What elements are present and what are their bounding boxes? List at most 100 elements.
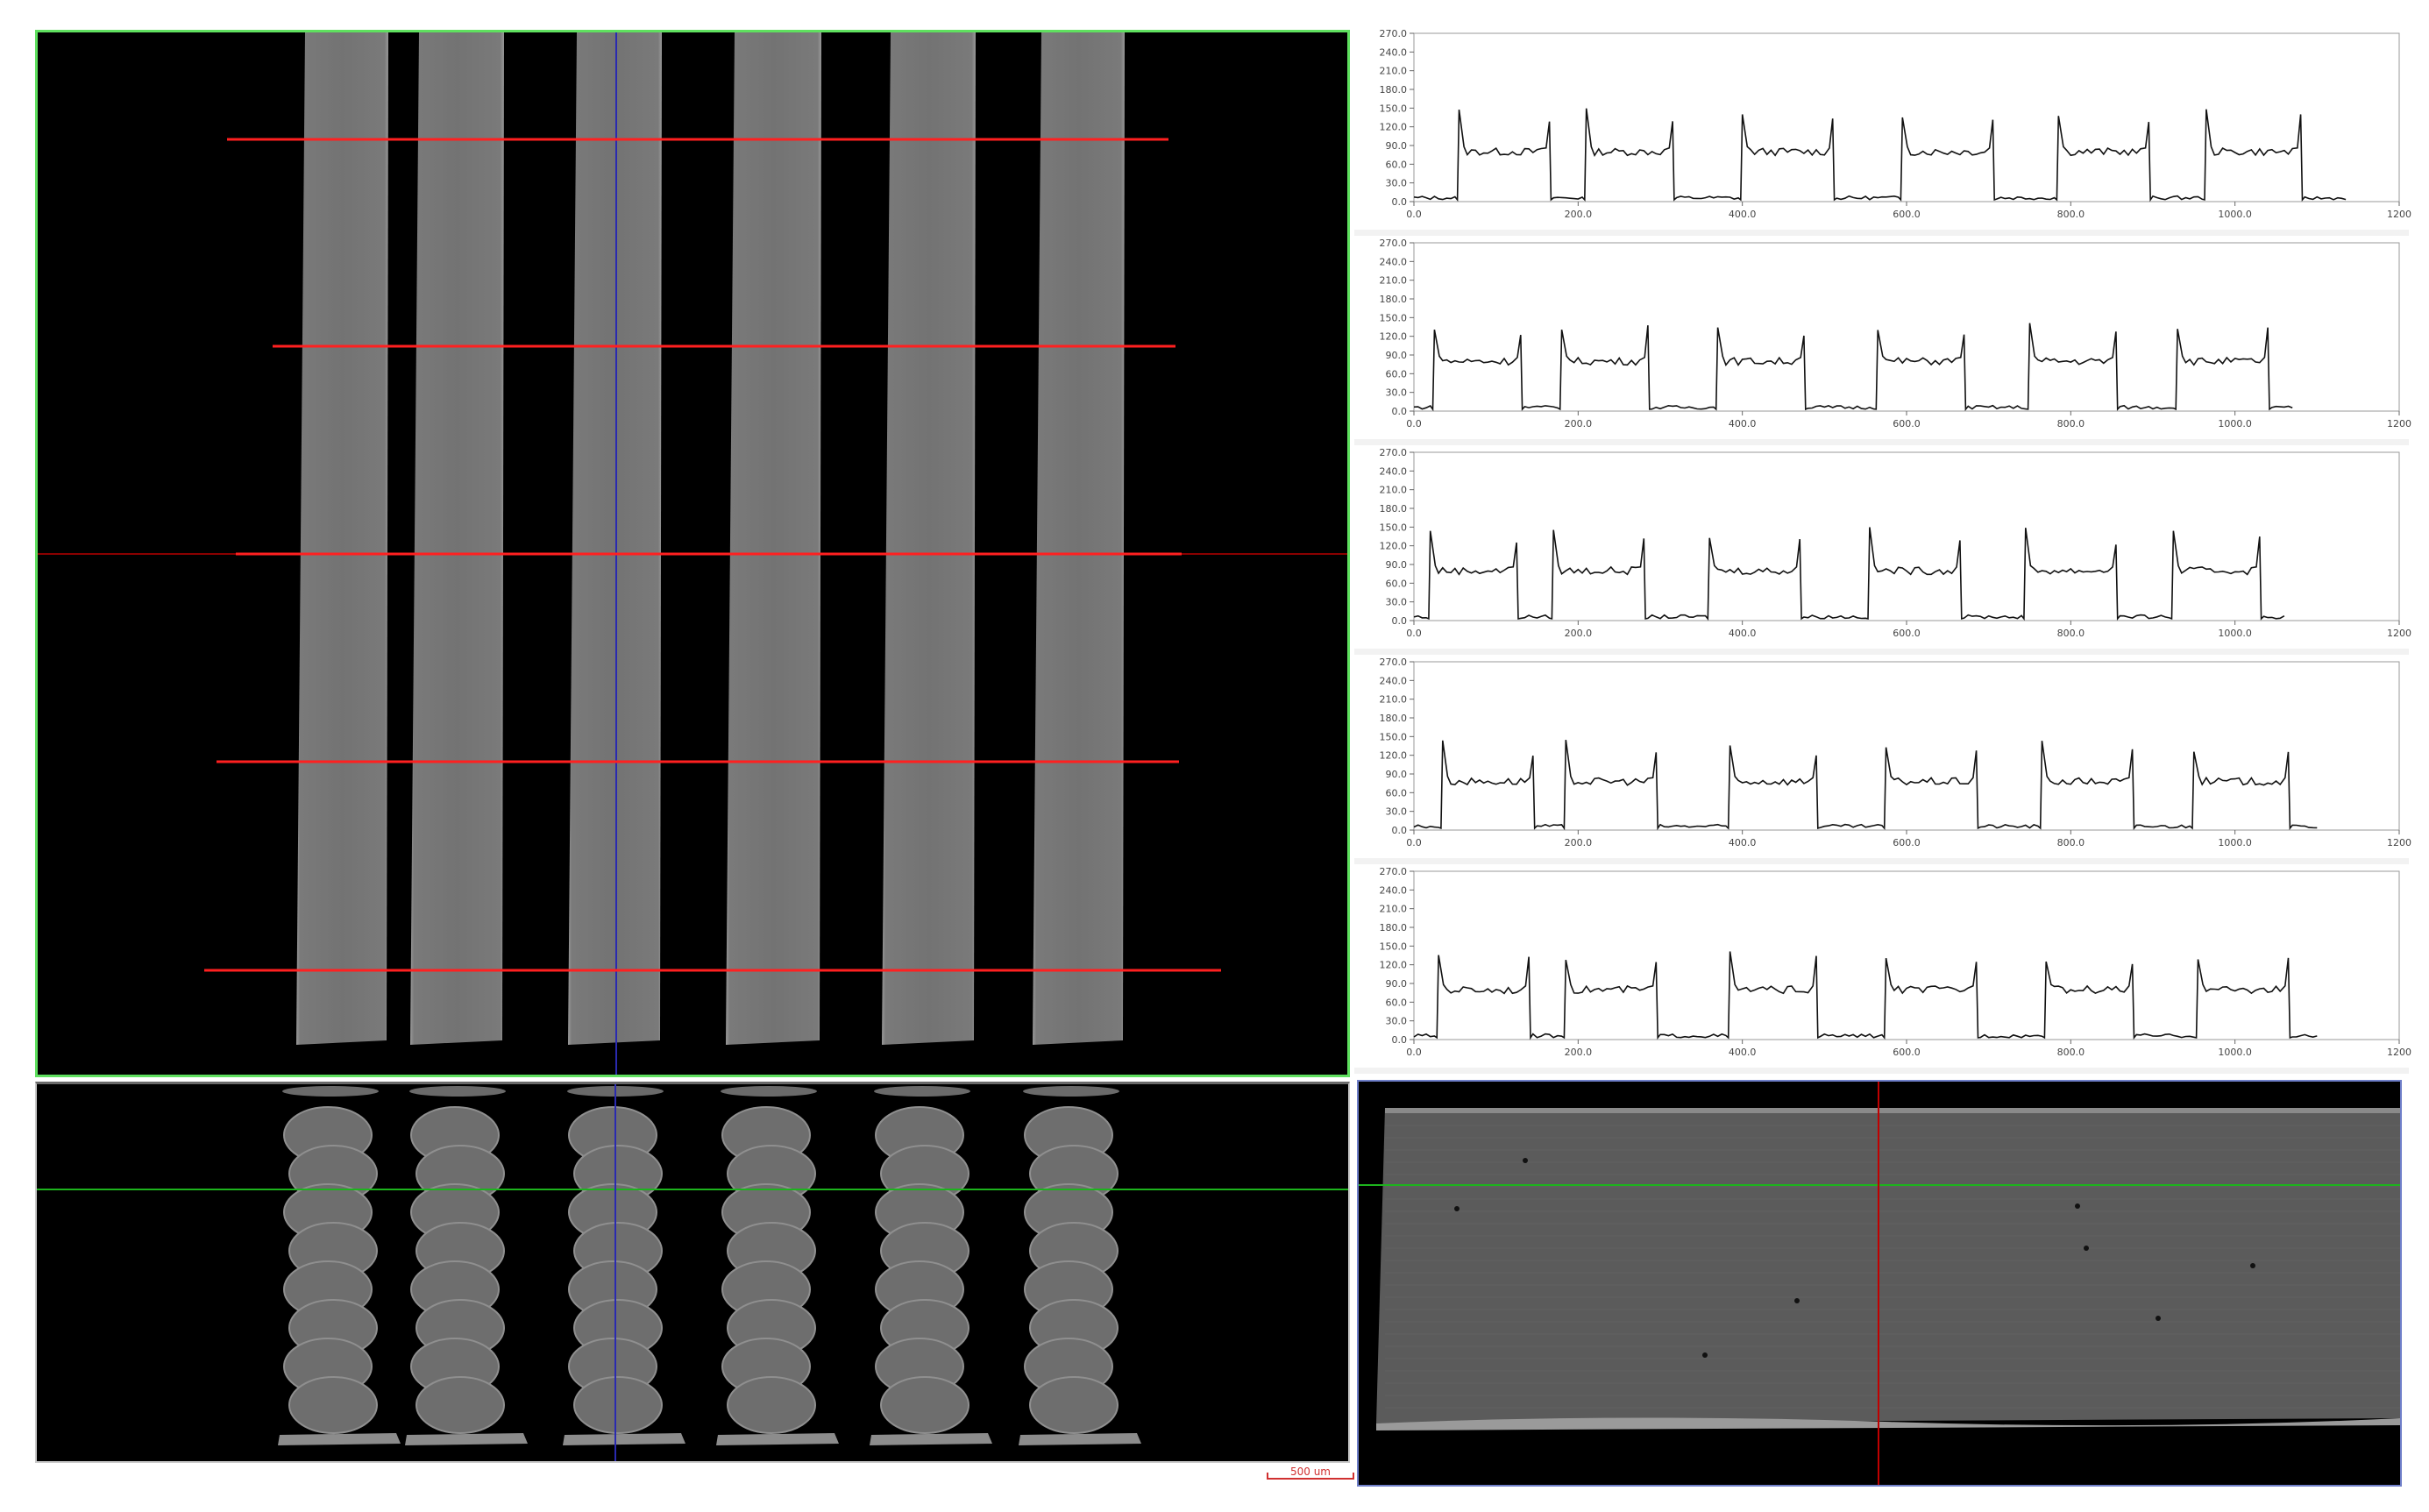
pore-dot [1523,1158,1528,1163]
weld-bead-column [716,1086,839,1445]
y-tick-label: 60.0 [1386,997,1408,1008]
y-tick-label: 180.0 [1380,84,1408,96]
x-tick-label: 1000.0 [2218,837,2252,848]
y-tick-label: 60.0 [1386,787,1408,799]
y-tick-label: 270.0 [1380,657,1408,668]
y-tick-label: 30.0 [1386,597,1408,608]
front-view-canvas[interactable] [37,1084,1348,1461]
y-tick-label: 90.0 [1386,140,1408,152]
y-tick-label: 120.0 [1380,541,1408,552]
x-tick-label: 600.0 [1893,209,1921,220]
pore-dot [2075,1203,2080,1209]
front-view-panel[interactable] [35,1082,1350,1463]
chart-background [1354,445,2409,649]
profile-cut-lines [204,138,1221,972]
weld-bead-columns [278,1086,1141,1445]
chart-background [1354,236,2409,439]
chart-background [1354,655,2409,858]
y-tick-label: 0.0 [1392,825,1408,836]
x-tick-label: 1200 [2387,837,2411,848]
chart-background [1354,26,2409,230]
y-tick-label: 270.0 [1380,447,1408,458]
profile-series-line [1413,108,2347,202]
x-tick-label: 600.0 [1893,1047,1921,1058]
x-tick-label: 1000.0 [2218,209,2252,220]
top-view-panel[interactable] [35,30,1350,1077]
x-tick-label: 400.0 [1729,837,1757,848]
y-tick-label: 90.0 [1386,559,1408,571]
x-tick-label: 800.0 [2057,209,2085,220]
x-tick-label: 600.0 [1893,628,1921,639]
y-tick-label: 240.0 [1380,675,1408,686]
top-view-canvas[interactable] [38,32,1347,1075]
y-tick-label: 60.0 [1386,368,1408,380]
x-tick-label: 0.0 [1406,209,1422,220]
y-tick-label: 210.0 [1380,485,1408,496]
material-strip [296,32,388,1045]
profile-series-line [1413,951,2318,1040]
y-tick-label: 150.0 [1380,103,1408,114]
y-tick-label: 120.0 [1380,331,1408,343]
material-strip [882,32,976,1045]
x-tick-label: 1200 [2387,209,2411,220]
y-tick-label: 30.0 [1386,178,1408,189]
weld-bead-column [405,1086,528,1445]
weld-bead-column [870,1086,992,1445]
x-tick-label: 0.0 [1406,418,1422,429]
y-tick-label: 270.0 [1380,238,1408,249]
y-tick-label: 270.0 [1380,28,1408,39]
scale-bar: 500 um [1267,1466,1354,1485]
y-tick-label: 90.0 [1386,978,1408,990]
y-tick-label: 240.0 [1380,465,1408,477]
y-tick-label: 120.0 [1380,122,1408,133]
profile-series-line [1413,527,2285,621]
scale-bar-line [1267,1473,1354,1480]
y-tick-label: 150.0 [1380,731,1408,742]
scale-bar-label: 500 um [1289,1466,1331,1478]
x-tick-label: 1200 [2387,1047,2411,1058]
pore-dot [2084,1246,2089,1251]
x-tick-label: 0.0 [1406,837,1422,848]
weld-bead-column [1019,1086,1141,1445]
side-view-canvas[interactable] [1359,1082,2400,1485]
chart-background [1354,864,2409,1068]
x-tick-label: 600.0 [1893,837,1921,848]
side-pores [1454,1158,2255,1358]
x-tick-label: 400.0 [1729,209,1757,220]
x-tick-label: 200.0 [1565,1047,1593,1058]
side-slab-top-edge [1385,1108,2400,1113]
y-tick-label: 210.0 [1380,66,1408,77]
material-strip [410,32,504,1045]
profile-series-line [1413,323,2293,412]
profile-charts-panel: 0.0 30.0 60.0 90.0 120.0 150.0 180.0 210.0 240.0… [1354,26,2411,1074]
x-tick-label: 400.0 [1729,418,1757,429]
side-view-panel[interactable] [1357,1080,2402,1487]
x-tick-label: 800.0 [2057,418,2085,429]
x-tick-label: 200.0 [1565,418,1593,429]
y-tick-label: 0.0 [1392,196,1408,208]
weld-bead-column [563,1086,685,1445]
y-tick-label: 90.0 [1386,769,1408,780]
x-tick-label: 0.0 [1406,628,1422,639]
y-tick-label: 0.0 [1392,406,1408,417]
y-tick-label: 210.0 [1380,694,1408,706]
x-tick-label: 400.0 [1729,628,1757,639]
y-tick-label: 270.0 [1380,866,1408,877]
y-tick-label: 210.0 [1380,275,1408,287]
y-tick-label: 30.0 [1386,806,1408,818]
y-tick-label: 240.0 [1380,884,1408,896]
y-tick-label: 0.0 [1392,615,1408,627]
x-tick-label: 200.0 [1565,837,1593,848]
y-tick-label: 240.0 [1380,256,1408,267]
y-tick-label: 120.0 [1380,960,1408,971]
profile-series-line [1413,739,2318,831]
material-strip [568,32,662,1045]
y-tick-label: 150.0 [1380,312,1408,323]
x-tick-label: 800.0 [2057,1047,2085,1058]
x-tick-label: 800.0 [2057,628,2085,639]
